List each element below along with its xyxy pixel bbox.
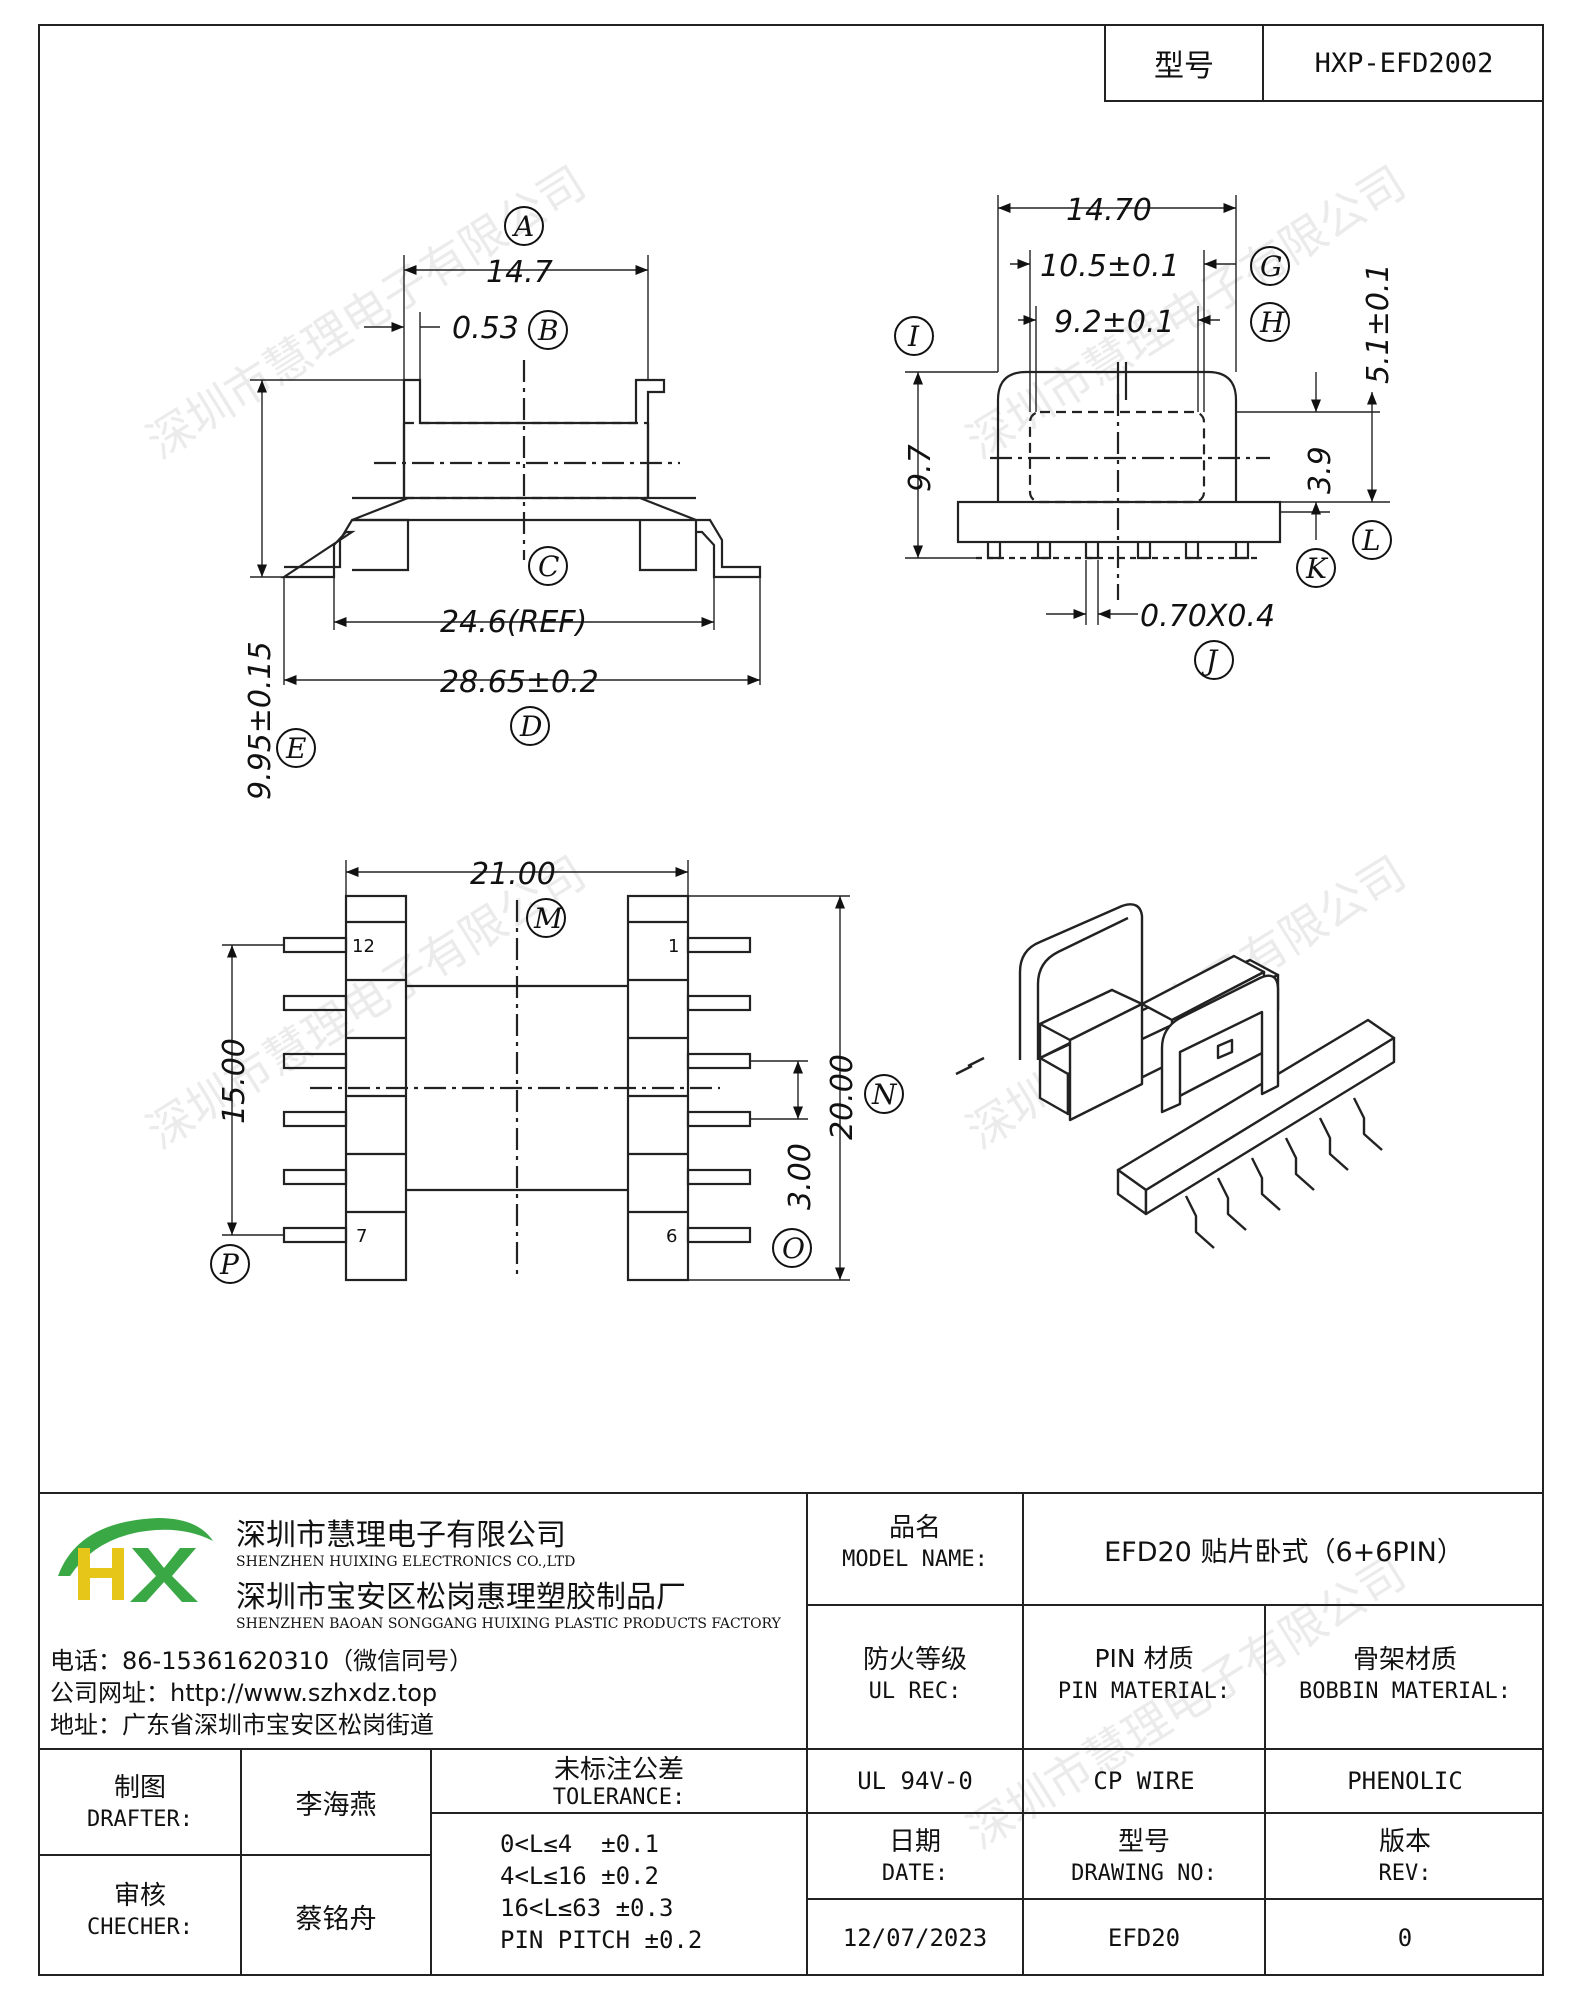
dim-a-value: 14.7 — [486, 255, 553, 290]
checker-label-en: CHECHER: — [87, 1914, 193, 1940]
bottom-view — [222, 860, 850, 1282]
drawing-label-en: DRAWING NO: — [1071, 1860, 1217, 1886]
front-view-dims: 14.70 10.5±0.1 9.2±0.1 9.7 5.1±0.1 3.9 0… — [894, 193, 1396, 680]
ul-label-en: UL REC: — [868, 1678, 962, 1704]
tolerance-label-cn: 未标注公差 — [553, 1754, 684, 1785]
dim-j-value: 0.70X0.4 — [1140, 599, 1275, 634]
label-e: E — [285, 732, 306, 765]
checker-label-cn: 审核 — [113, 1880, 166, 1911]
bottom-view-dims: 12 7 1 6 21.00 15.00 3.00 20.00 M N O P — [210, 857, 904, 1284]
company-name-cn: 深圳市慧理电子有限公司 — [236, 1518, 566, 1553]
model-name-value: EFD20 贴片卧式（6+6PIN） — [1104, 1536, 1464, 1568]
tolerance-line-1: 0<L≤4 ±0.1 — [500, 1830, 659, 1858]
watermark-3: 深圳市慧理电子有限公司 — [137, 845, 595, 1159]
label-p: P — [219, 1248, 240, 1281]
factory-name-cn: 深圳市宝安区松岗惠理塑胶制品厂 — [236, 1580, 686, 1615]
dim-d-value: 28.65±0.2 — [440, 665, 599, 700]
label-k: K — [1305, 552, 1329, 585]
rev-label-en: REV: — [1378, 1860, 1432, 1886]
label-o: O — [782, 1232, 805, 1265]
watermark-2: 深圳市慧理电子有限公司 — [957, 155, 1415, 469]
front-view-pins — [976, 542, 1260, 560]
company-address: 地址：广东省深圳市宝安区松岗街道 — [50, 1710, 434, 1739]
side-view-outline — [280, 378, 762, 579]
label-h: H — [1259, 306, 1285, 339]
dim-c-value: 24.6(REF) — [440, 605, 587, 640]
side-view — [250, 255, 762, 686]
dim-i-value: 9.7 — [903, 444, 938, 492]
model-label: 型号 — [1154, 49, 1214, 84]
ul-label-cn: 防火等级 — [862, 1644, 967, 1675]
ul-value: UL 94V-0 — [857, 1767, 973, 1795]
isometric-view — [955, 903, 1396, 1249]
dim-b-value: 0.53 — [452, 311, 519, 346]
dim-l-value: 5.1±0.1 — [1361, 263, 1396, 384]
pin-number-6: 6 — [666, 1226, 677, 1247]
tolerance-label-en: TOLERANCE: — [552, 1784, 686, 1810]
pin-number-12: 12 — [352, 936, 375, 957]
drawing-label-cn: 型号 — [1117, 1826, 1170, 1857]
model-name-en: MODEL NAME: — [842, 1546, 988, 1572]
model-value: HXP-EFD2002 — [1314, 47, 1494, 79]
dim-e-value: 9.95±0.15 — [243, 641, 278, 800]
tolerance-line-2: 4<L≤16 ±0.2 — [500, 1862, 659, 1890]
label-d: D — [519, 710, 542, 743]
dim-m-value: 21.00 — [470, 857, 556, 892]
company-website: 公司网址：http://www.szhxdz.top — [50, 1678, 438, 1707]
date-label-en: DATE: — [881, 1860, 949, 1886]
drawing-frame — [38, 24, 1544, 1976]
dim-n-value: 20.00 — [825, 1054, 860, 1140]
dim-top-value: 14.70 — [1066, 193, 1152, 228]
dim-k-value: 3.9 — [1303, 446, 1338, 494]
date-value: 12/07/2023 — [842, 1924, 988, 1952]
label-m: M — [533, 902, 564, 935]
label-i: I — [907, 320, 920, 353]
rev-label-cn: 版本 — [1378, 1826, 1431, 1857]
pin-number-7: 7 — [356, 1226, 367, 1247]
label-c: C — [538, 550, 559, 583]
isometric-pins — [955, 1056, 1383, 1249]
bobbin-label-en: BOBBIN MATERIAL: — [1299, 1678, 1511, 1704]
company-name-en: SHENZHEN HUIXING ELECTRONICS CO.,LTD — [236, 1554, 576, 1570]
front-view — [905, 195, 1390, 625]
side-view-dims: 14.7 0.53 24.6(REF) 28.65±0.2 9.95±0.15 … — [243, 206, 599, 800]
company-logo — [58, 1518, 213, 1602]
drawing-no-value: EFD20 — [1107, 1924, 1181, 1952]
label-j: J — [1201, 644, 1219, 677]
dim-g-value: 10.5±0.1 — [1040, 249, 1180, 284]
drafter-label-en: DRAFTER: — [87, 1806, 193, 1832]
company-phone: 电话：86-15361620310（微信同号） — [50, 1646, 474, 1675]
bobbin-material-value: PHENOLIC — [1347, 1767, 1463, 1795]
dim-o-value: 3.00 — [783, 1143, 818, 1210]
factory-name-en: SHENZHEN BAOAN SONGGANG HUIXING PLASTIC … — [236, 1616, 781, 1632]
pin-material-value: CP WIRE — [1093, 1767, 1195, 1795]
label-a: A — [511, 210, 534, 243]
checker-name: 蔡铭舟 — [295, 1903, 377, 1935]
label-n: N — [871, 1078, 898, 1111]
label-b: B — [537, 314, 559, 347]
pin-number-1: 1 — [668, 936, 679, 957]
rev-value: 0 — [1397, 1924, 1413, 1952]
dim-h-value: 9.2±0.1 — [1054, 305, 1175, 340]
tolerance-line-4: PIN PITCH ±0.2 — [500, 1926, 703, 1954]
pin-label-cn: PIN 材质 — [1094, 1644, 1194, 1673]
label-l: L — [1361, 524, 1381, 557]
label-g: G — [1260, 250, 1282, 283]
drafter-label-cn: 制图 — [113, 1772, 166, 1803]
pin-label-en: PIN MATERIAL: — [1057, 1678, 1231, 1704]
drafter-name: 李海燕 — [295, 1789, 377, 1821]
dim-p-value: 15.00 — [217, 1038, 252, 1124]
date-label-cn: 日期 — [888, 1826, 941, 1857]
tolerance-line-3: 16<L≤63 ±0.3 — [500, 1894, 674, 1922]
model-name-cn: 品名 — [888, 1512, 941, 1543]
bobbin-label-cn: 骨架材质 — [1352, 1644, 1457, 1675]
